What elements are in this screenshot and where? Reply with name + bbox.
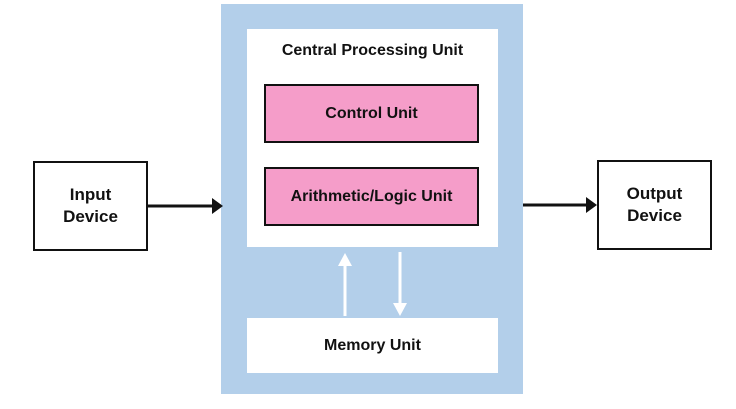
control-unit-box: Control Unit [264,84,479,143]
output-device-label: Output Device [626,184,683,225]
control-unit-label: Control Unit [325,104,418,122]
input-device-box: Input Device [33,161,148,251]
memory-unit-box: Memory Unit [247,318,498,373]
alu-label: Arithmetic/Logic Unit [290,187,453,205]
input-device-label: Input Device [63,185,118,226]
output-device-box: Output Device [597,160,712,250]
alu-box: Arithmetic/Logic Unit [264,167,479,226]
cpu-title: Central Processing Unit [281,42,464,59]
memory-unit-label: Memory Unit [324,336,421,354]
cpu-to-output-arrowhead [586,197,597,213]
